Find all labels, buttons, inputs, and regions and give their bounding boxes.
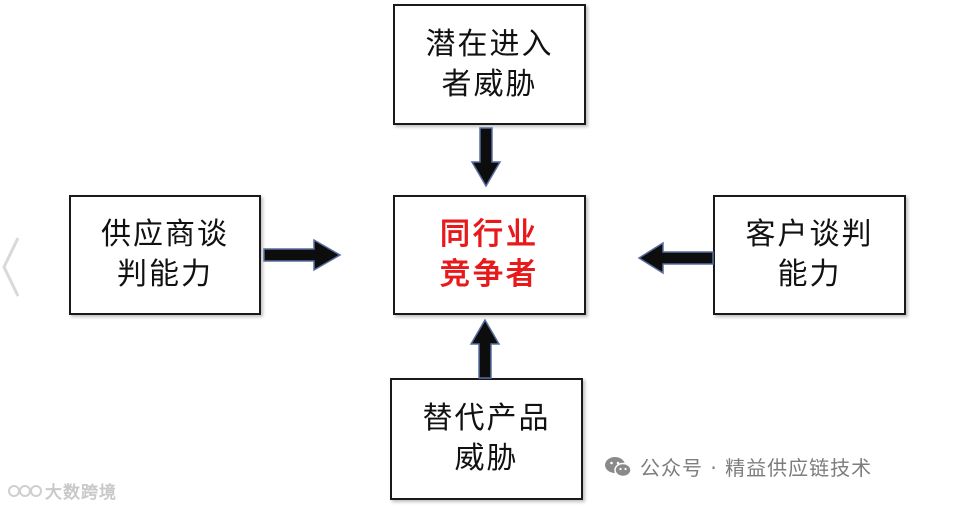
substitutes-line-1: 替代产品 (422, 401, 551, 436)
supplier-bargaining-line-1: 供应商谈 (101, 217, 229, 252)
left-chevron-icon (2, 237, 20, 297)
customer-bargaining-line-1: 客户谈判 (745, 217, 874, 252)
potential-entrants-line-2: 者威胁 (441, 66, 538, 102)
account-watermark-text: 公众号 · 精益供应链技术 (640, 456, 873, 480)
arrow-down-icon (470, 127, 502, 188)
industry-competitors-line-2: 竞争者 (440, 257, 539, 292)
substitutes-box: 替代产品 威胁 (390, 378, 583, 500)
potential-entrants-line-1: 潜在进入 (425, 26, 554, 62)
source-watermark: 大数跨境 (8, 478, 117, 503)
customer-bargaining-box: 客户谈判 能力 (713, 195, 906, 315)
potential-entrants-box: 潜在进入 者威胁 (393, 4, 586, 125)
watermark-logo-icon (8, 484, 42, 497)
substitutes-line-2: 威胁 (454, 441, 519, 476)
wechat-icon (605, 456, 632, 477)
industry-competitors-box: 同行业 竞争者 (393, 195, 586, 315)
industry-competitors-line-1: 同行业 (440, 217, 539, 252)
supplier-bargaining-line-2: 判能力 (117, 257, 213, 292)
arrow-up-icon (469, 318, 501, 379)
supplier-bargaining-box: 供应商谈 判能力 (69, 195, 261, 315)
arrow-right-icon (263, 238, 342, 272)
source-watermark-text: 大数跨境 (45, 483, 117, 503)
customer-bargaining-line-2: 能力 (777, 257, 842, 292)
account-watermark: 公众号 · 精益供应链技术 (604, 452, 872, 481)
arrow-left-icon (637, 241, 714, 275)
